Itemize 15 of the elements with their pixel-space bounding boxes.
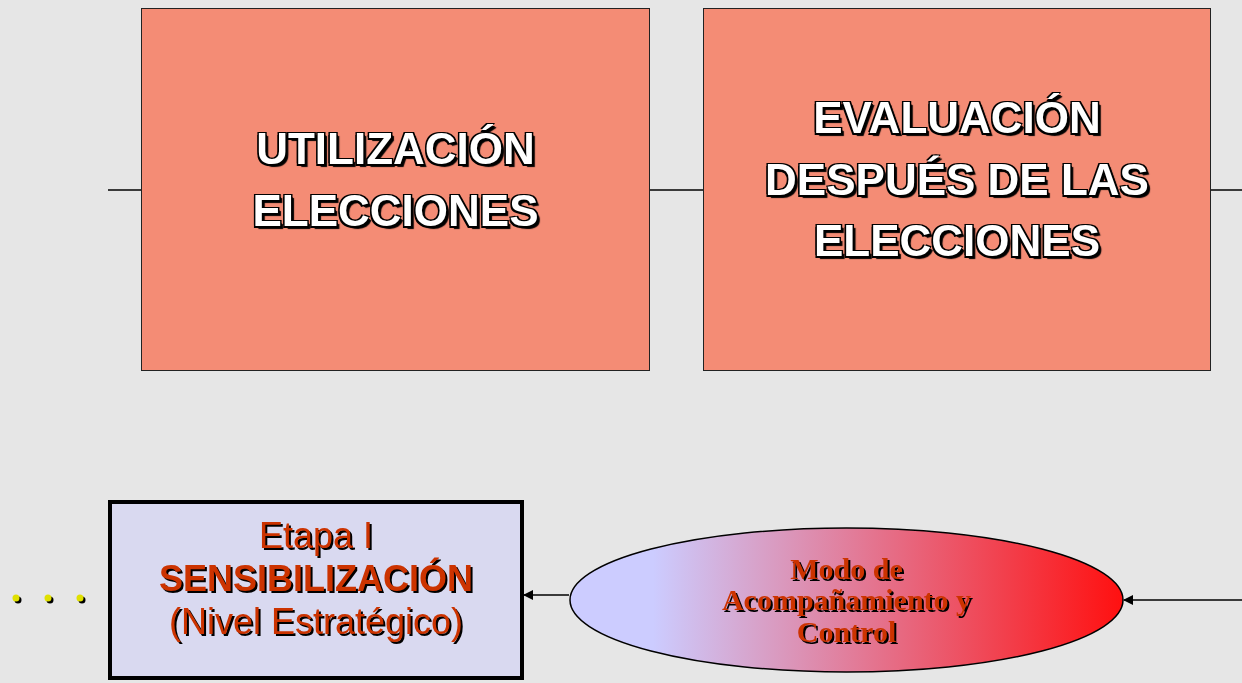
phase-title: UTILIZACIÓN ELECCIONES bbox=[251, 122, 540, 237]
stage-name: SENSIBILIZACIÓN bbox=[159, 557, 473, 601]
connector-line bbox=[1210, 189, 1242, 191]
arrow bbox=[1123, 595, 1242, 605]
ellipse-label: Modo de Acompañamiento y Control bbox=[720, 552, 973, 648]
connector-line bbox=[107, 189, 142, 191]
stage-box bbox=[108, 500, 524, 680]
gradient-ellipse bbox=[569, 527, 1124, 673]
connector-line bbox=[649, 189, 704, 191]
phase-box bbox=[703, 8, 1211, 371]
stage-line: Etapa I bbox=[258, 514, 374, 557]
arrow bbox=[523, 590, 570, 600]
phase-box bbox=[141, 8, 650, 371]
stage-line: (Nivel Estratégico) bbox=[168, 600, 464, 644]
phase-title: EVALUACIÓN DESPUÉS DE LAS ELECCIONES bbox=[764, 92, 1150, 268]
